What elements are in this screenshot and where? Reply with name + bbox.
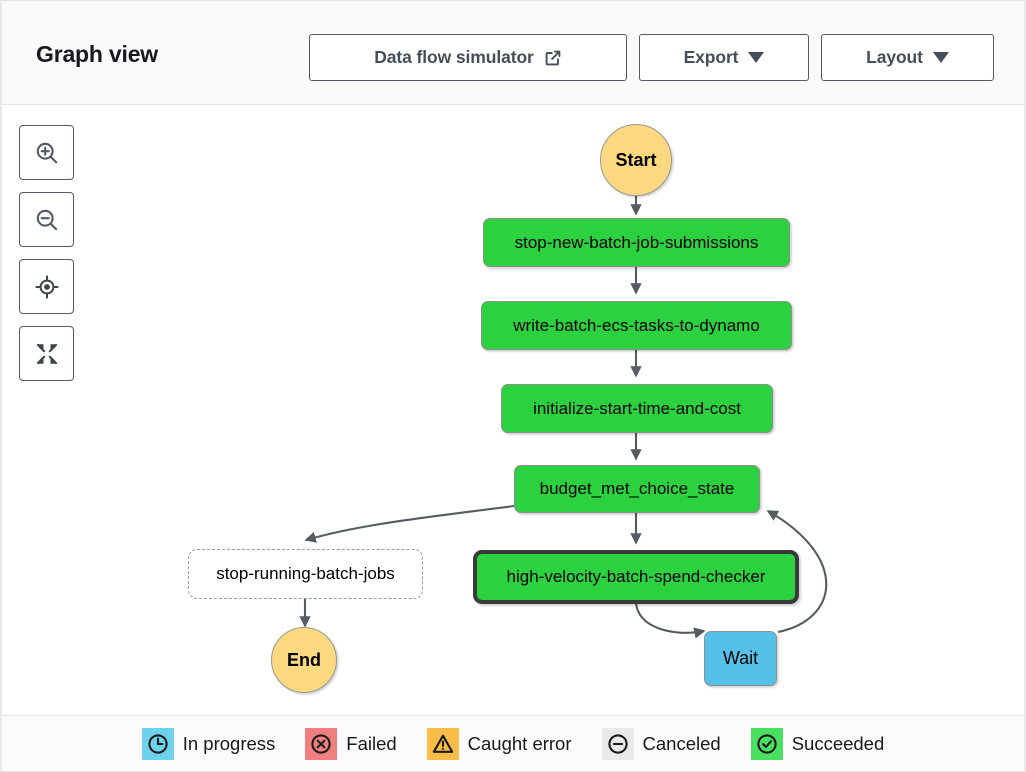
center-target-icon [33, 273, 61, 301]
zoom-in-button[interactable] [19, 125, 74, 180]
edge-choice-to-stop-running [304, 504, 515, 543]
fit-to-screen-icon [33, 340, 61, 368]
graph-node-label: stop-running-batch-jobs [216, 564, 395, 583]
legend-label: In progress [182, 732, 276, 754]
graph-node-stop-new-batch-job-submissions[interactable]: stop-new-batch-job-submissions [483, 218, 790, 267]
layout-button[interactable]: Layout [821, 34, 994, 81]
graph-node-label: high-velocity-batch-spend-checker [506, 567, 766, 586]
data-flow-simulator-label: Data flow simulator [374, 47, 534, 67]
legend-label: Canceled [642, 732, 721, 754]
export-button[interactable]: Export [639, 34, 809, 81]
graph-node-budget-met-choice-state[interactable]: budget_met_choice_state [514, 465, 760, 513]
graph-node-label: budget_met_choice_state [539, 479, 735, 498]
zoom-in-icon [33, 139, 61, 167]
fit-to-screen-button[interactable] [19, 326, 74, 381]
graph-node-stop-running-batch-jobs[interactable]: stop-running-batch-jobs [188, 549, 423, 599]
external-link-icon [544, 49, 562, 67]
graph-node-write-batch-ecs-tasks-to-dynamo[interactable]: write-batch-ecs-tasks-to-dynamo [481, 301, 792, 350]
chevron-down-icon [932, 52, 949, 63]
warning-triangle-icon [426, 727, 459, 760]
graph-node-initialize-start-time-and-cost[interactable]: initialize-start-time-and-cost [501, 384, 773, 433]
graph-node-high-velocity-batch-spend-checker[interactable]: high-velocity-batch-spend-checker [473, 550, 799, 604]
legend-label: Caught error [467, 732, 572, 754]
page-title: Graph view [36, 41, 158, 67]
zoom-out-button[interactable] [19, 192, 74, 247]
edge-high-velocity-to-wait [634, 600, 706, 639]
legend-label: Failed [346, 732, 397, 754]
graph-node-label: write-batch-ecs-tasks-to-dynamo [513, 315, 760, 335]
graph-node-label: Start [615, 149, 657, 170]
graph-node-label: stop-new-batch-job-submissions [514, 232, 759, 252]
chevron-down-icon [748, 52, 765, 63]
graph-node-label: initialize-start-time-and-cost [533, 398, 741, 418]
graph-node-start[interactable]: Start [600, 124, 672, 196]
clock-icon [141, 727, 174, 760]
legend-item-succeeded: Succeeded [750, 727, 885, 760]
panel-header: Graph view Data flow simulator Export La… [2, 1, 1024, 105]
legend-label: Succeeded [791, 732, 885, 754]
zoom-out-icon [33, 206, 61, 234]
export-label: Export [683, 47, 739, 67]
center-graph-button[interactable] [19, 259, 74, 314]
layout-label: Layout [866, 47, 923, 67]
legend-item-in-progress: In progress [141, 727, 276, 760]
data-flow-simulator-button[interactable]: Data flow simulator [309, 34, 627, 81]
legend-item-failed: Failed [305, 727, 397, 760]
minus-circle-icon [601, 727, 634, 760]
status-legend: In progress Failed Caught error [2, 715, 1024, 771]
graph-node-label: Wait [722, 648, 759, 668]
graph-node-end[interactable]: End [271, 627, 337, 693]
legend-item-caught-error: Caught error [426, 727, 572, 760]
graph-node-label: End [287, 649, 321, 670]
graph-canvas[interactable]: Start stop-new-batch-job-submissions wri… [2, 106, 1024, 714]
legend-item-canceled: Canceled [601, 727, 721, 760]
x-circle-icon [305, 727, 338, 760]
check-circle-icon [750, 727, 783, 760]
graph-node-wait[interactable]: Wait [704, 631, 777, 686]
